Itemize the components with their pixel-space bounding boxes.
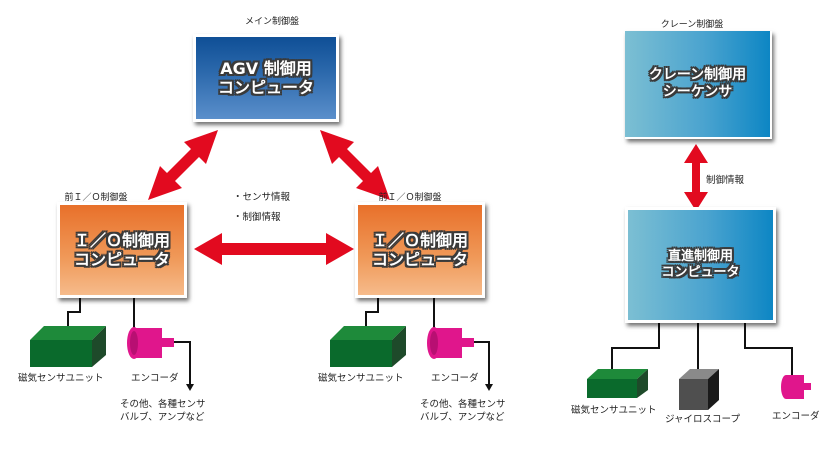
straight-encoder-label: エンコーダ bbox=[772, 411, 820, 422]
right-io-control-computer: Ｉ／Ｏ制御用 コンピュータ bbox=[355, 202, 485, 298]
link-info-sensor: ・センサ情報 bbox=[233, 192, 291, 203]
encoder-icon-straight bbox=[781, 375, 811, 399]
crane-panel-caption: クレーン制御盤 bbox=[660, 20, 724, 30]
wire-straight-sensor bbox=[611, 318, 660, 372]
crane-link-label: 制御情報 bbox=[706, 175, 745, 186]
right-encoder-label: エンコーダ bbox=[431, 373, 479, 384]
left-io-box-line2: コンピュータ bbox=[73, 250, 170, 269]
left-io-panel-caption: 前Ｉ／Ｏ制御盤 bbox=[64, 193, 128, 203]
magnetic-sensor-icon-right bbox=[330, 326, 406, 367]
magnetic-sensor-icon-straight bbox=[587, 369, 648, 398]
gyroscope-icon bbox=[679, 369, 719, 410]
left-io-box-line1: Ｉ／Ｏ制御用 bbox=[73, 230, 170, 250]
right-io-panel-caption: 前Ｉ／Ｏ制御盤 bbox=[378, 193, 442, 203]
crane-control-sequencer: クレーン制御用 シーケンサ bbox=[625, 31, 772, 139]
arrow-main-to-left-io bbox=[148, 130, 218, 200]
straight-box-line1: 直進制御用 bbox=[667, 249, 733, 265]
straight-gyro-label: ジャイロスコープ bbox=[665, 414, 740, 425]
crane-box-line1: クレーン制御用 bbox=[648, 67, 747, 84]
left-others-line1: その他、各種センサ bbox=[120, 399, 206, 410]
right-sensor-label: 磁気センサユニット bbox=[318, 373, 404, 384]
arrow-crane-to-straight bbox=[684, 144, 708, 211]
right-others-line1: その他、各種センサ bbox=[420, 399, 506, 410]
left-sensor-label: 磁気センサユニット bbox=[18, 373, 104, 384]
agv-control-computer: AGV 制御用 コンピュータ bbox=[193, 34, 339, 122]
left-others-line2: バルブ、アンプなど bbox=[120, 412, 205, 423]
right-io-box-line2: コンピュータ bbox=[371, 250, 468, 269]
main-panel-caption: メイン制御盤 bbox=[244, 17, 299, 27]
left-io-control-computer: Ｉ／Ｏ制御用 コンピュータ bbox=[57, 202, 187, 298]
straight-control-computer: 直進制御用 コンピュータ bbox=[625, 207, 776, 323]
crane-box-line2: シーケンサ bbox=[662, 84, 733, 100]
encoder-icon-left bbox=[127, 327, 174, 359]
agv-box-line2: コンピュータ bbox=[217, 78, 314, 97]
right-others-line2: バルブ、アンプなど bbox=[420, 412, 505, 423]
wire-left-others bbox=[174, 341, 191, 386]
straight-box-line2: コンピュータ bbox=[661, 265, 740, 280]
agv-box-line1: AGV 制御用 bbox=[220, 58, 312, 78]
right-io-box-line1: Ｉ／Ｏ制御用 bbox=[371, 230, 468, 250]
wire-straight-encoder bbox=[744, 318, 793, 375]
arrowhead-left-others bbox=[186, 384, 194, 391]
arrow-io-to-io bbox=[194, 233, 354, 265]
link-info-control: ・制御情報 bbox=[233, 212, 281, 223]
arrow-main-to-right-io bbox=[320, 130, 390, 200]
wire-right-others bbox=[474, 341, 490, 386]
arrowhead-right-others bbox=[485, 384, 493, 391]
magnetic-sensor-icon-left bbox=[30, 326, 106, 367]
encoder-icon-right bbox=[427, 327, 474, 359]
wire-left-sensor bbox=[67, 296, 81, 333]
wire-right-sensor bbox=[365, 296, 379, 333]
left-encoder-label: エンコーダ bbox=[131, 373, 179, 384]
straight-sensor-label: 磁気センサユニット bbox=[571, 405, 657, 416]
